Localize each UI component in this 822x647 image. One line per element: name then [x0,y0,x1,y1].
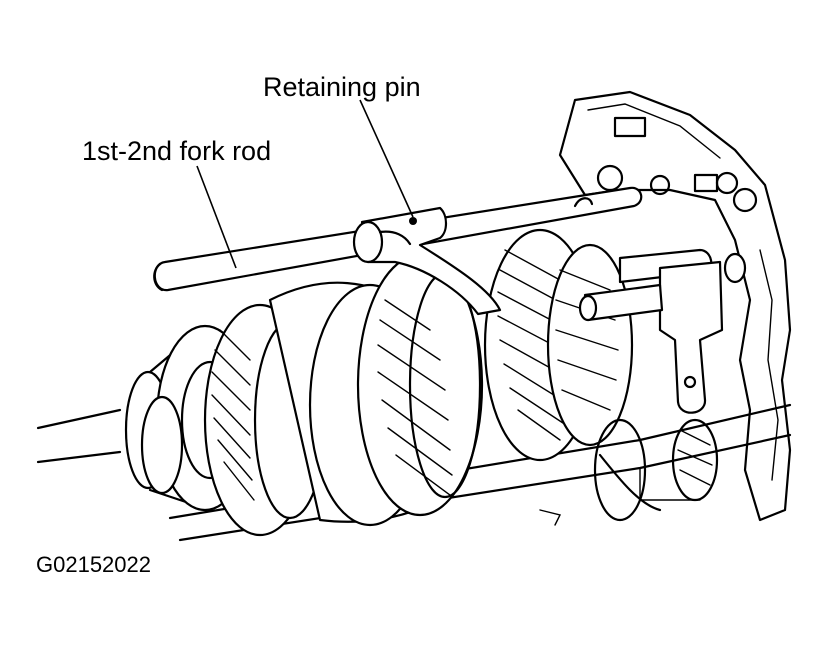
countershaft-gears [539,418,719,526]
fork-rod-label: 1st-2nd fork rod [82,136,272,166]
shift-lever [578,248,747,414]
fork-rod-leader [196,165,237,269]
retaining-pin-dot [409,217,417,225]
figure-code: G02152022 [36,552,151,577]
retaining-pin-leader [359,99,414,218]
shift-fork [352,206,502,316]
synchronizer-sleeve [268,253,484,527]
second-gear [483,228,634,462]
retaining-pin-label: Retaining pin [263,72,421,102]
